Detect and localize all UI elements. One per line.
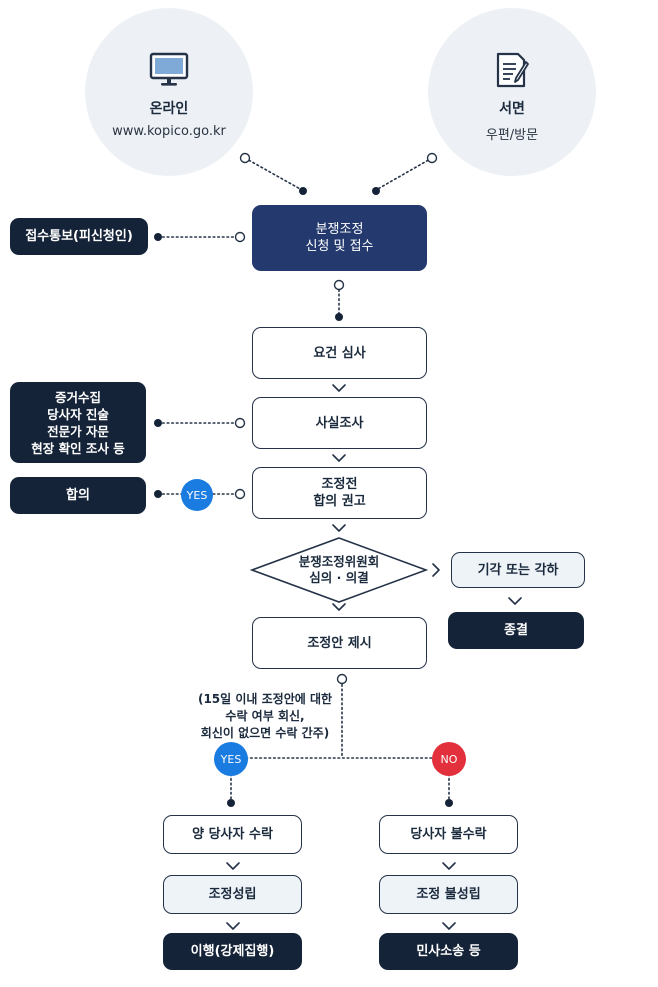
both-accept-step: 양 당사자 수락	[163, 815, 302, 854]
enforce-box: 이행(강제집행)	[163, 933, 302, 970]
committee-label: 분쟁조정위원회 심의 · 의결	[298, 554, 380, 585]
written-title: 서면	[499, 101, 525, 117]
reject-step: 당사자 불수락	[379, 815, 518, 854]
accept-yes-badge: YES	[214, 742, 248, 776]
online-channel: 온라인 www.kopico.go.kr	[85, 8, 253, 176]
agreement-box: 합의	[10, 477, 146, 514]
lawsuit-box: 민사소송 등	[379, 933, 518, 970]
notice-box: 접수통보(피신청인)	[10, 218, 148, 255]
reply-note: (15일 이내 조정안에 대한 수락 여부 회신, 회신이 없으면 수락 간주)	[197, 692, 333, 740]
written-method: 우편/방문	[485, 128, 539, 143]
agreement-yes-badge: YES	[181, 479, 213, 511]
failed-step: 조정 불성립	[379, 875, 518, 914]
document-pen-icon	[496, 52, 529, 88]
recommend-step: 조정전 합의 권고	[252, 467, 427, 519]
online-title: 온라인	[149, 101, 189, 117]
online-url: www.kopico.go.kr	[112, 124, 226, 139]
proposal-step: 조정안 제시	[252, 617, 427, 669]
dismiss-step: 기각 또는 각하	[451, 552, 585, 588]
investigation-step: 사실조사	[252, 397, 427, 449]
apply-step: 분쟁조정 신청 및 접수	[252, 205, 427, 271]
reject-no-badge: NO	[432, 742, 466, 776]
investigation-notes: 증거수집 당사자 진술 전문가 자문 현장 확인 조사 등	[10, 382, 146, 463]
written-channel: 서면 우편/방문	[428, 8, 596, 176]
monitor-icon	[149, 52, 189, 86]
requirements-step: 요건 심사	[252, 327, 427, 379]
established-step: 조정성립	[163, 875, 302, 914]
end-box: 종결	[448, 612, 584, 649]
committee-diamond	[249, 537, 429, 603]
